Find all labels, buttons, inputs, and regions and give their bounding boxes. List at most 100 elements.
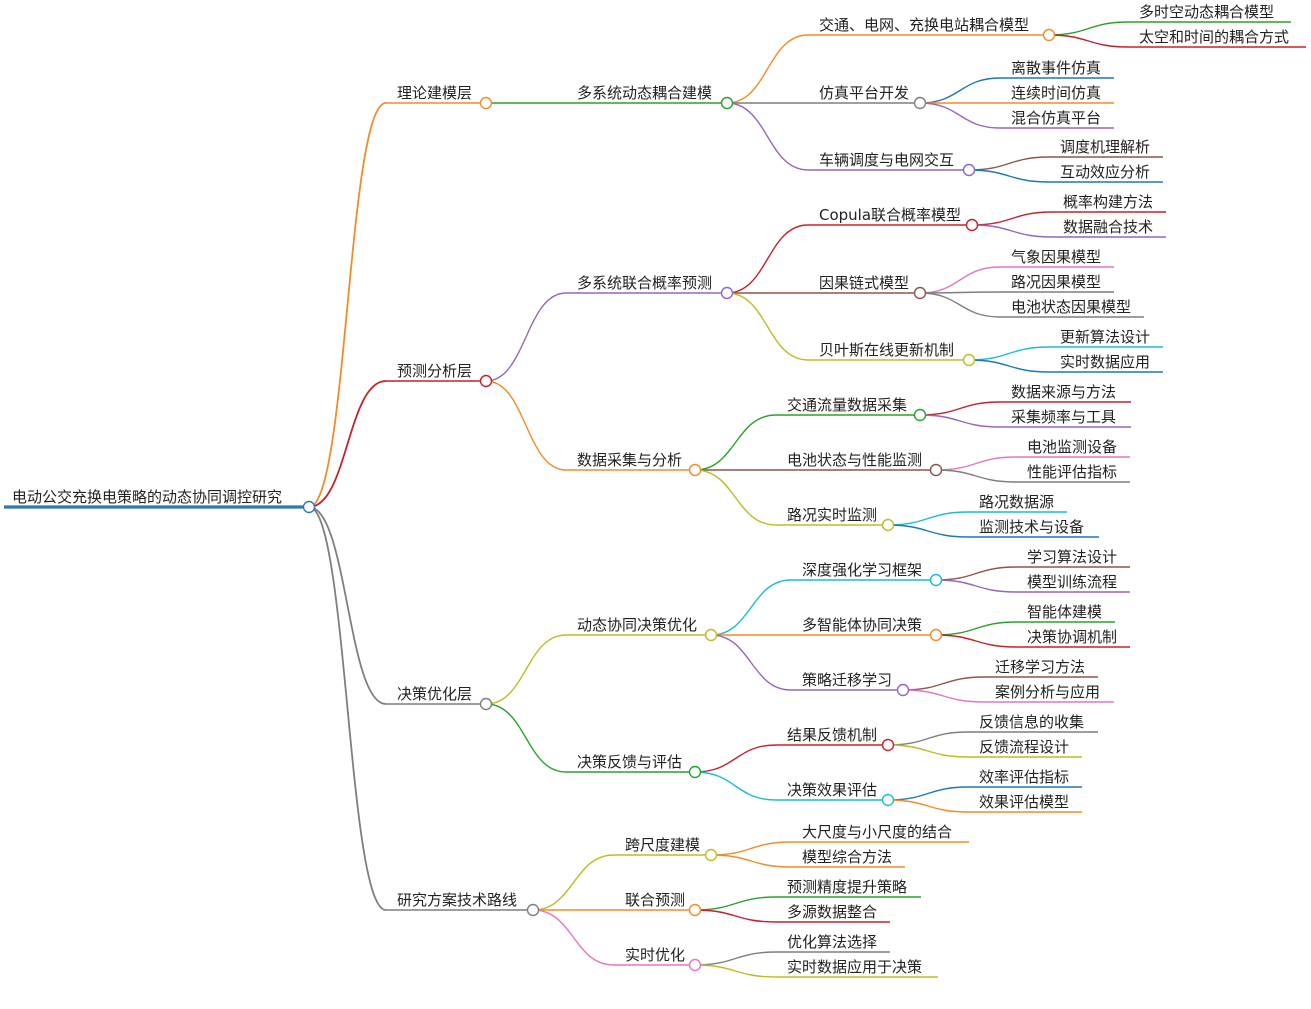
branch-connector bbox=[694, 964, 777, 978]
collapse-toggle-icon[interactable] bbox=[962, 163, 976, 177]
branch-connector bbox=[1048, 34, 1129, 48]
node-label-root-children-1-children-1: 数据采集与分析 bbox=[577, 451, 682, 469]
node-label-root-children-1-children-0-children-0-children-1: 数据融合技术 bbox=[1063, 218, 1153, 236]
node-label-root-children-3-children-1-children-0: 预测精度提升策略 bbox=[787, 878, 907, 896]
node-label-root-children-1-children-1-children-0-children-1: 采集频率与工具 bbox=[1011, 408, 1116, 426]
collapse-toggle-icon[interactable] bbox=[688, 765, 702, 779]
collapse-toggle-icon[interactable] bbox=[881, 793, 895, 807]
collapse-toggle-icon[interactable] bbox=[881, 738, 895, 752]
mindmap-edges bbox=[308, 21, 1129, 978]
node-label-root-children-2-children-0-children-1-children-0: 智能体建模 bbox=[1027, 603, 1102, 621]
branch-connector bbox=[935, 456, 1017, 471]
collapse-toggle-icon[interactable] bbox=[1042, 28, 1056, 42]
node-label-root-children-1-children-1-children-2-children-0: 路况数据源 bbox=[979, 493, 1054, 511]
branch-connector bbox=[968, 156, 1050, 171]
collapse-toggle-icon[interactable] bbox=[881, 518, 895, 532]
branch-connector bbox=[935, 621, 1017, 636]
collapse-toggle-icon[interactable] bbox=[913, 286, 927, 300]
node-label-root: 电动公交充换电策略的动态协同调控研究 bbox=[12, 488, 282, 506]
branch-connector bbox=[710, 634, 792, 691]
node-label-root-children-0: 理论建模层 bbox=[397, 84, 472, 102]
branch-connector bbox=[902, 689, 985, 703]
branch-connector bbox=[887, 786, 969, 801]
collapse-toggle-icon[interactable] bbox=[479, 374, 493, 388]
branch-connector bbox=[532, 854, 615, 911]
branch-connector bbox=[485, 634, 567, 705]
branch-connector bbox=[726, 224, 809, 294]
branch-connector bbox=[919, 102, 1001, 129]
branch-connector bbox=[485, 703, 567, 773]
branch-connector bbox=[919, 266, 1001, 294]
node-label-root-children-1-children-0-children-2: 贝叶斯在线更新机制 bbox=[819, 341, 954, 359]
node-label-root-children-2-children-0-children-1-children-1: 决策协调机制 bbox=[1027, 628, 1117, 646]
branch-connector bbox=[694, 414, 777, 471]
branch-connector bbox=[308, 506, 387, 705]
node-label-root-children-3: 研究方案技术路线 bbox=[397, 891, 517, 909]
collapse-toggle-icon[interactable] bbox=[479, 697, 493, 711]
branch-connector bbox=[887, 799, 969, 813]
branch-connector bbox=[485, 380, 567, 471]
branch-connector bbox=[694, 909, 777, 923]
node-label-root-children-1-children-0-children-2-children-1: 实时数据应用 bbox=[1060, 353, 1150, 371]
node-label-root-children-0-children-0-children-0: 交通、电网、充换电站耦合模型 bbox=[819, 16, 1029, 34]
node-label-root-children-0-children-0-children-2: 车辆调度与电网交互 bbox=[819, 151, 954, 169]
collapse-toggle-icon[interactable] bbox=[965, 218, 979, 232]
node-label-root-children-3-children-0-children-0: 大尺度与小尺度的结合 bbox=[802, 823, 952, 841]
node-label-root-children-0-children-0-children-1-children-2: 混合仿真平台 bbox=[1011, 109, 1101, 127]
node-label-root-children-1-children-0-children-1: 因果链式模型 bbox=[819, 274, 909, 292]
node-label-root-children-3-children-2-children-0: 优化算法选择 bbox=[787, 933, 877, 951]
node-label-root-children-2-children-0-children-0-children-1: 模型训练流程 bbox=[1027, 573, 1117, 591]
branch-connector bbox=[935, 634, 1017, 648]
node-label-root-children-0-children-0-children-1: 仿真平台开发 bbox=[819, 84, 909, 102]
collapse-toggle-icon[interactable] bbox=[929, 628, 943, 642]
branch-connector bbox=[919, 401, 1001, 416]
branch-connector bbox=[887, 524, 969, 538]
node-label-root-children-2-children-0-children-2: 策略迁移学习 bbox=[802, 671, 892, 689]
branch-connector bbox=[919, 292, 1001, 318]
node-label-root-children-1-children-0-children-1-children-1: 路况因果模型 bbox=[1011, 273, 1101, 291]
collapse-toggle-icon[interactable] bbox=[720, 286, 734, 300]
branch-connector bbox=[694, 771, 777, 801]
collapse-toggle-icon[interactable] bbox=[896, 683, 910, 697]
node-label-root-children-3-children-1-children-1: 多源数据整合 bbox=[787, 903, 877, 921]
collapse-toggle-icon[interactable] bbox=[688, 463, 702, 477]
collapse-toggle-icon[interactable] bbox=[688, 958, 702, 972]
branch-connector bbox=[726, 34, 809, 104]
node-label-root-children-1-children-1-children-0-children-0: 数据来源与方法 bbox=[1011, 383, 1116, 401]
collapse-toggle-icon[interactable] bbox=[720, 96, 734, 110]
collapse-toggle-icon[interactable] bbox=[526, 903, 540, 917]
mindmap-labels: 电动公交充换电策略的动态协同调控研究理论建模层多系统动态耦合建模交通、电网、充换… bbox=[12, 3, 1289, 976]
collapse-toggle-icon[interactable] bbox=[704, 848, 718, 862]
node-label-root-children-2-children-1-children-0: 结果反馈机制 bbox=[787, 726, 877, 744]
node-label-root-children-2-children-1: 决策反馈与评估 bbox=[577, 753, 682, 771]
collapse-toggle-icon[interactable] bbox=[302, 500, 316, 514]
branch-connector bbox=[919, 414, 1001, 428]
node-label-root-children-2-children-0: 动态协同决策优化 bbox=[577, 616, 697, 634]
branch-connector bbox=[971, 211, 1053, 226]
branch-connector bbox=[887, 744, 969, 758]
branch-connector bbox=[694, 951, 777, 966]
branch-connector bbox=[919, 77, 1001, 104]
collapse-toggle-icon[interactable] bbox=[704, 628, 718, 642]
branch-connector bbox=[726, 292, 809, 361]
branch-connector bbox=[902, 676, 985, 691]
collapse-toggle-icon[interactable] bbox=[929, 573, 943, 587]
branch-connector bbox=[968, 359, 1050, 373]
collapse-toggle-icon[interactable] bbox=[688, 903, 702, 917]
node-label-root-children-3-children-0-children-1: 模型综合方法 bbox=[802, 848, 892, 866]
collapse-toggle-icon[interactable] bbox=[929, 463, 943, 477]
collapse-toggle-icon[interactable] bbox=[913, 96, 927, 110]
collapse-toggle-icon[interactable] bbox=[913, 408, 927, 422]
node-label-root-children-0-children-0-children-0-children-0: 多时空动态耦合模型 bbox=[1139, 3, 1274, 21]
node-label-root-children-1-children-1-children-1-children-0: 电池监测设备 bbox=[1027, 438, 1117, 456]
mindmap-underlines bbox=[4, 21, 1306, 978]
branch-connector bbox=[935, 469, 1017, 483]
node-label-root-children-1-children-0-children-0-children-0: 概率构建方法 bbox=[1063, 193, 1153, 211]
node-label-root-children-0-children-0-children-1-children-0: 离散事件仿真 bbox=[1011, 59, 1101, 77]
node-label-root-children-3-children-2-children-1: 实时数据应用于决策 bbox=[787, 958, 922, 976]
collapse-toggle-icon[interactable] bbox=[479, 96, 493, 110]
node-label-root-children-1-children-1-children-0: 交通流量数据采集 bbox=[787, 396, 907, 414]
node-label-root-children-2-children-1-children-1: 决策效果评估 bbox=[787, 781, 877, 799]
collapse-toggle-icon[interactable] bbox=[962, 353, 976, 367]
